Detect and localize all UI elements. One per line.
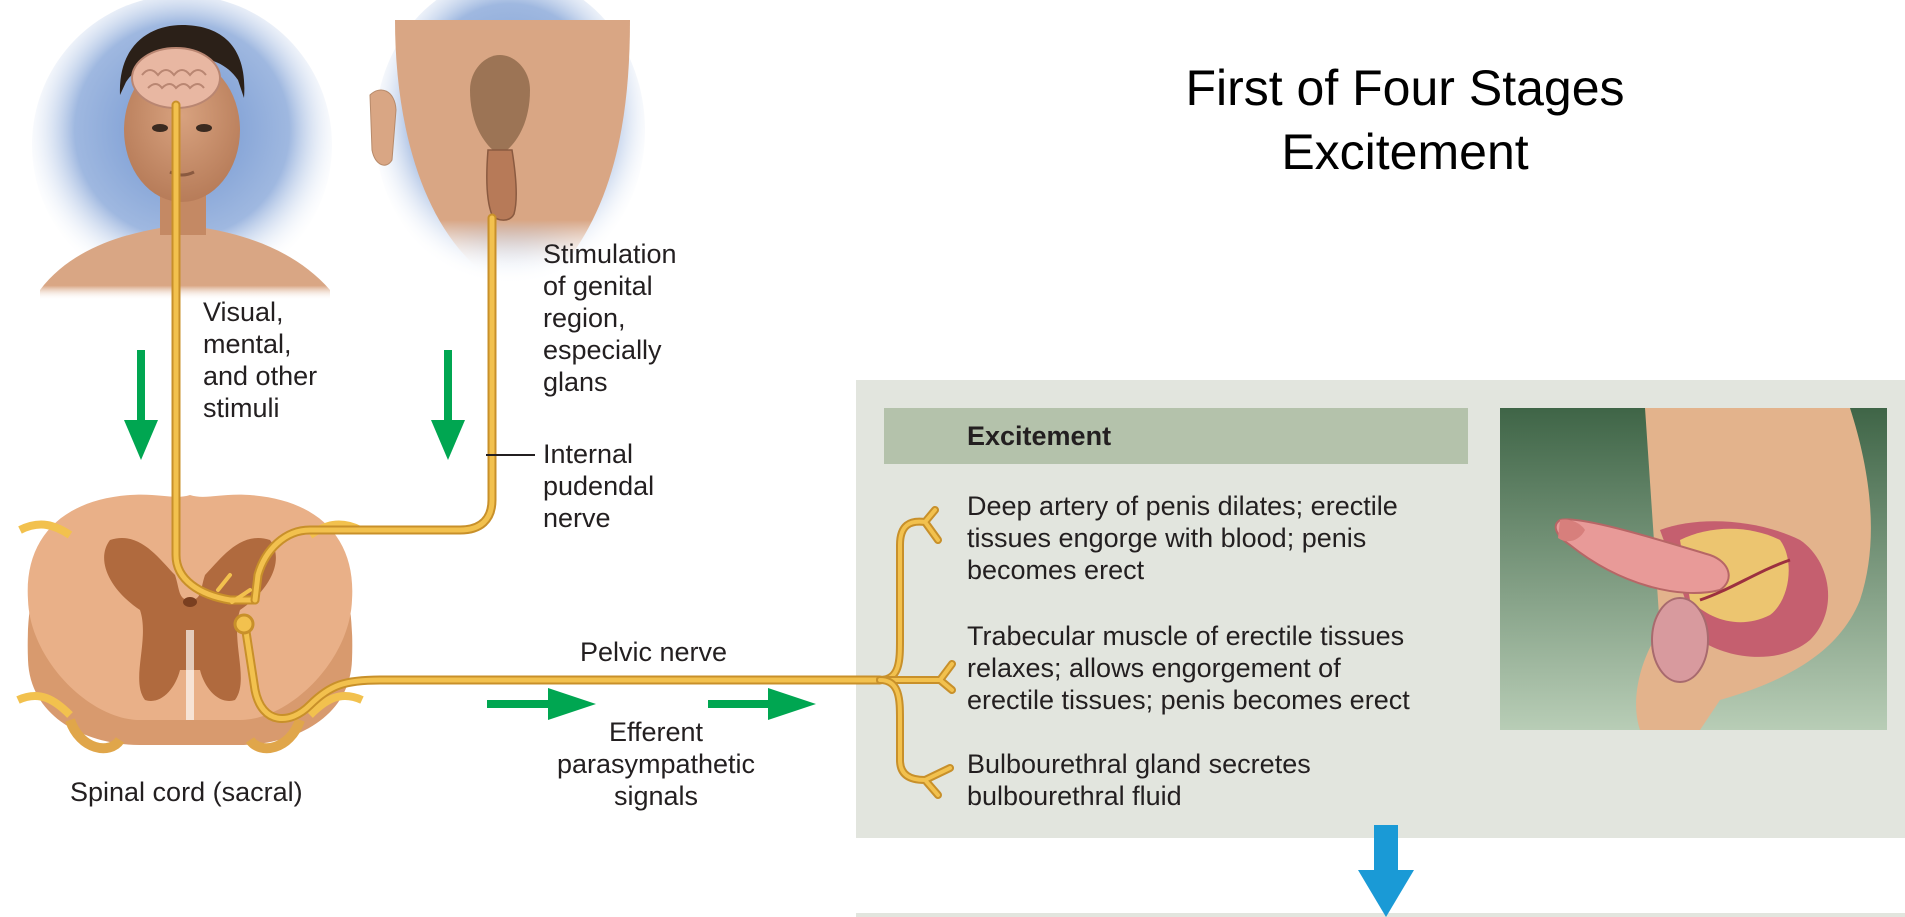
panel-heading: Excitement bbox=[967, 421, 1112, 451]
nerve-paths bbox=[171, 100, 956, 799]
response-bulbourethral-gland: Bulbourethral gland secretes bulbourethr… bbox=[967, 749, 1311, 811]
next-panel-edge bbox=[856, 913, 1905, 917]
down-arrow-icon bbox=[124, 350, 158, 460]
title-line-2: Excitement bbox=[1281, 124, 1529, 180]
brain-icon bbox=[131, 47, 221, 109]
anatomy-section-illustration bbox=[1500, 408, 1887, 730]
response-artery-dilation: Deep artery of penis dilates; erectile t… bbox=[967, 491, 1398, 585]
spinal-cord-label: Spinal cord (sacral) bbox=[70, 777, 303, 807]
genital-illustration bbox=[369, 0, 645, 285]
efferent-signals-label: Efferent parasympathetic signals bbox=[556, 717, 756, 811]
pelvic-nerve-label: Pelvic nerve bbox=[580, 637, 728, 667]
down-arrow-icon bbox=[1358, 825, 1414, 917]
spinal-cord-cross-section bbox=[16, 494, 364, 754]
right-arrow-icon bbox=[487, 688, 596, 720]
genital-stimulation-label: Stimulation of genital region, especiall… bbox=[543, 239, 677, 397]
visual-stimuli-label: Visual, mental, and other stimuli bbox=[203, 297, 318, 423]
down-arrow-icon bbox=[431, 350, 465, 460]
panel-header bbox=[884, 408, 1468, 464]
right-arrow-icon bbox=[708, 688, 816, 720]
title-line-1: First of Four Stages bbox=[1185, 60, 1625, 116]
internal-pudendal-nerve-label: Internal pudendal nerve bbox=[543, 439, 655, 533]
head-illustration bbox=[32, 0, 332, 300]
response-trabecular-muscle: Trabecular muscle of erectile tissues re… bbox=[967, 621, 1410, 715]
